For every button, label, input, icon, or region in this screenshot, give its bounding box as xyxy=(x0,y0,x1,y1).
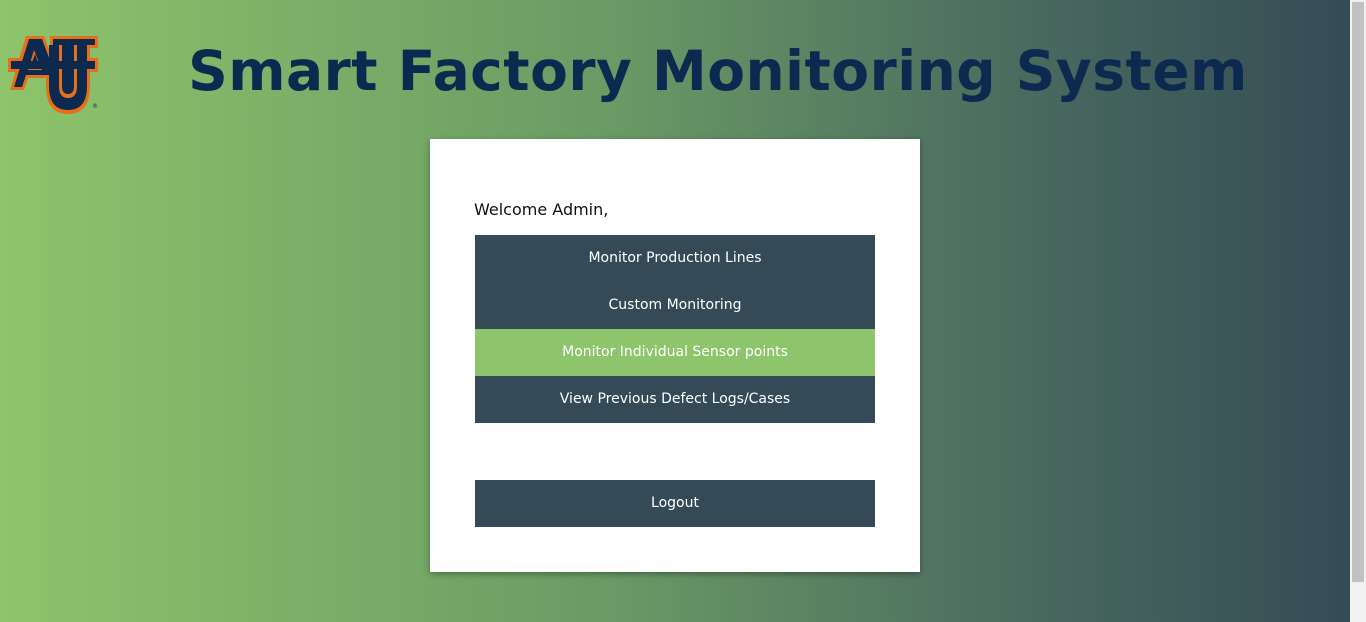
monitor-individual-sensor-points-button[interactable]: Monitor Individual Sensor points xyxy=(475,329,875,376)
monitor-production-lines-button[interactable]: Monitor Production Lines xyxy=(475,235,875,282)
main-menu: Monitor Production Lines Custom Monitori… xyxy=(475,235,875,423)
scrollbar-thumb[interactable] xyxy=(1352,2,1364,582)
svg-text:®: ® xyxy=(92,103,98,110)
vertical-scrollbar[interactable] xyxy=(1350,0,1366,622)
au-logo-icon[interactable]: ® xyxy=(6,32,100,116)
login-card: Welcome Admin, Monitor Production Lines … xyxy=(430,139,920,572)
custom-monitoring-button[interactable]: Custom Monitoring xyxy=(475,282,875,329)
welcome-text: Welcome Admin, xyxy=(474,200,609,219)
page-title: Smart Factory Monitoring System xyxy=(188,39,1248,103)
logout-button[interactable]: Logout xyxy=(475,480,875,527)
view-defect-logs-button[interactable]: View Previous Defect Logs/Cases xyxy=(475,376,875,423)
